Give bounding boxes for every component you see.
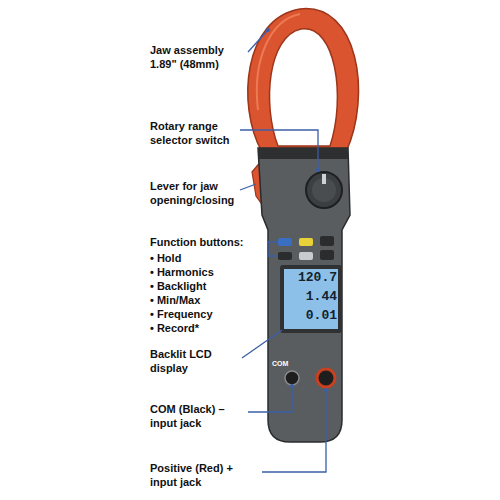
leader-line [262, 390, 326, 472]
down-button [320, 250, 334, 260]
display-reading: 120.7 [285, 270, 337, 286]
callout-label: Jaw assembly 1.89" (48mm) [150, 44, 245, 72]
lcd-display [284, 269, 338, 329]
com-jack [285, 371, 299, 385]
function-item: • Hold [150, 252, 260, 266]
display-reading: 1.44 [285, 289, 337, 305]
lcd-bezel [280, 265, 342, 333]
display-reading: 0.01 [285, 308, 337, 324]
leader-dot [290, 384, 294, 388]
meter-collar [258, 148, 348, 159]
rotary-notch [322, 174, 326, 184]
jack-label: COM [272, 360, 292, 369]
leader-line [240, 184, 256, 190]
leader-line [248, 386, 292, 412]
callout-label: Lever for jaw opening/closing [150, 180, 245, 208]
leader-line [248, 30, 268, 52]
function-item: • Frequency [150, 308, 260, 322]
callout-label: COM (Black) – input jack [150, 403, 245, 431]
function-item: • Harmonics [150, 266, 260, 280]
leader-line [242, 330, 282, 358]
callout-heading: Function buttons: [150, 236, 265, 250]
callout-label: Backlit LCD display [150, 348, 230, 376]
hold-button [278, 238, 292, 246]
jaw-highlight [257, 14, 300, 110]
rotary-switch [306, 172, 342, 208]
function-item: • Min/Max [150, 294, 260, 308]
grey-button [299, 252, 313, 260]
yellow-button [299, 238, 313, 246]
leader-dot [324, 388, 328, 392]
leader-line [240, 130, 318, 170]
callout-label: Rotary range selector switch [150, 120, 245, 148]
dark-button [278, 252, 292, 260]
up-button [320, 236, 334, 246]
leader-line [268, 242, 278, 256]
leader-dot [316, 168, 320, 172]
leader-dot [266, 28, 270, 32]
positive-jack [317, 369, 335, 387]
meter-body [258, 148, 350, 442]
callout-label: Positive (Red) + input jack [150, 462, 258, 490]
function-item: • Record* [150, 322, 260, 336]
function-item: • Backlight [150, 280, 260, 294]
